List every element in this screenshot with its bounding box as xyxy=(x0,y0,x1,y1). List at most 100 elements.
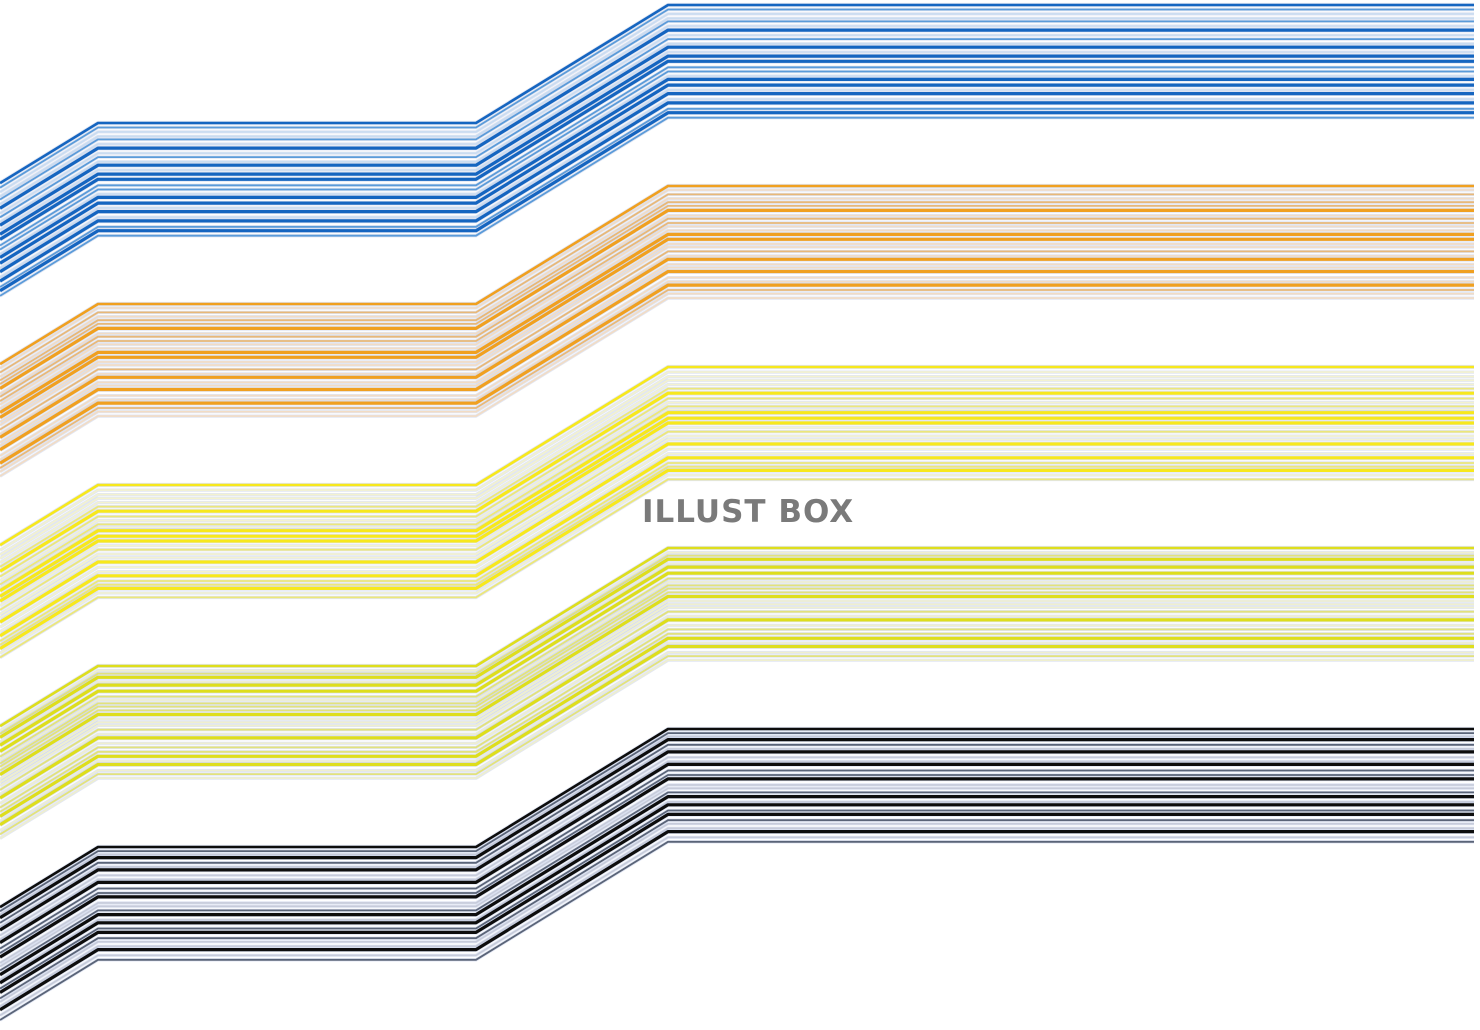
stripe-line xyxy=(0,456,1474,638)
stripe-line xyxy=(0,615,1474,795)
stripe-line xyxy=(0,217,1474,398)
stripe-line xyxy=(0,727,1474,909)
stripe-line xyxy=(0,448,1474,628)
stripe-line xyxy=(0,812,1474,994)
stripe-line xyxy=(0,591,1474,772)
stripe-line xyxy=(0,791,1474,972)
stripe-line xyxy=(0,468,1474,650)
stripe-line xyxy=(0,784,1474,964)
stripe-line xyxy=(0,442,1474,624)
stripe-line xyxy=(0,735,1474,916)
stripe-line xyxy=(0,748,1474,928)
stripe-line xyxy=(0,577,1474,758)
stripe-line xyxy=(0,38,1474,219)
stripe-line xyxy=(0,551,1474,732)
stripe-band-yellow xyxy=(0,364,1474,659)
stripe-line xyxy=(0,452,1474,633)
stripe-line xyxy=(0,624,1474,805)
stripe-line xyxy=(0,17,1474,198)
stripe-line xyxy=(0,732,1474,912)
stripe-band-black xyxy=(0,726,1474,1022)
stripe-line xyxy=(0,289,1474,469)
stripe-line xyxy=(0,581,1474,761)
stripe-line xyxy=(0,365,1474,547)
stripe-line xyxy=(0,606,1474,787)
stripe-line xyxy=(0,75,1474,255)
stripe-line xyxy=(0,426,1474,607)
stripe-line xyxy=(0,20,1474,201)
stripe-line xyxy=(0,769,1474,950)
stripe-line xyxy=(0,563,1474,743)
stripe-line xyxy=(0,600,1474,780)
stripe-line xyxy=(0,8,1474,189)
stripe-line xyxy=(0,628,1474,809)
stripe-line xyxy=(0,77,1474,259)
stripe-line xyxy=(0,474,1474,654)
stripe-line xyxy=(0,743,1474,924)
stripe-line xyxy=(0,651,1474,832)
stripe-line xyxy=(0,66,1474,247)
stripe-line xyxy=(0,401,1474,582)
stripe-line xyxy=(0,54,1474,236)
stripe-line xyxy=(0,836,1474,1017)
stripe-line xyxy=(0,435,1474,615)
stripe-line xyxy=(0,803,1474,985)
stripe-line xyxy=(0,283,1474,465)
stripe-line xyxy=(0,107,1474,288)
stripe-line xyxy=(0,269,1474,452)
stripe-line xyxy=(0,197,1474,378)
stripe-line xyxy=(0,738,1474,920)
stripe-line xyxy=(0,232,1474,414)
stripe-line xyxy=(0,229,1474,410)
stripe-line xyxy=(0,13,1474,193)
stripe-line xyxy=(0,587,1474,768)
stripe-line xyxy=(0,557,1474,739)
stripe-band-orange xyxy=(0,183,1474,478)
stripe-line xyxy=(0,554,1474,735)
stripe-line xyxy=(0,266,1474,447)
stripe-line xyxy=(0,243,1474,423)
stripe-line xyxy=(0,823,1474,1003)
stripe-line xyxy=(0,255,1474,435)
stripe-line xyxy=(0,830,1474,1012)
stripe-line xyxy=(0,603,1474,784)
stripe-line xyxy=(0,644,1474,827)
stripe-line xyxy=(0,383,1474,564)
stripe-line xyxy=(0,408,1474,589)
stripe-line xyxy=(0,83,1474,265)
stripe-line xyxy=(0,462,1474,642)
stripe-line xyxy=(0,795,1474,977)
stripe-line xyxy=(0,225,1474,406)
stripe-line xyxy=(0,618,1474,800)
stripe-line xyxy=(0,193,1474,374)
stripe-line xyxy=(0,421,1474,603)
stripe-line xyxy=(0,840,1474,1021)
watermark-text: ILLUST BOX xyxy=(642,494,855,530)
stripe-line xyxy=(0,292,1474,473)
stripe-line xyxy=(0,257,1474,439)
stripe-line xyxy=(0,205,1474,385)
stripe-line xyxy=(0,774,1474,954)
stripe-line xyxy=(0,387,1474,568)
stripe-line xyxy=(0,25,1474,205)
stripe-line xyxy=(0,478,1474,659)
stripe-line xyxy=(0,375,1474,556)
stripe-line xyxy=(0,655,1474,836)
stripe-line xyxy=(0,756,1474,937)
stripe-line xyxy=(0,416,1474,598)
stripe-band-lime xyxy=(0,545,1474,840)
stripe-line xyxy=(0,642,1474,822)
stripe-line xyxy=(0,3,1474,185)
stripe-line xyxy=(0,819,1474,1000)
stripe-line xyxy=(0,246,1474,426)
stripe-line xyxy=(0,208,1474,390)
stripe-line xyxy=(0,762,1474,944)
stripe-line xyxy=(0,397,1474,578)
stripe-line xyxy=(0,827,1474,1007)
stripe-line xyxy=(0,659,1474,840)
stripe-line xyxy=(0,184,1474,366)
stripe-line xyxy=(0,237,1474,419)
stripe-line xyxy=(0,632,1474,813)
